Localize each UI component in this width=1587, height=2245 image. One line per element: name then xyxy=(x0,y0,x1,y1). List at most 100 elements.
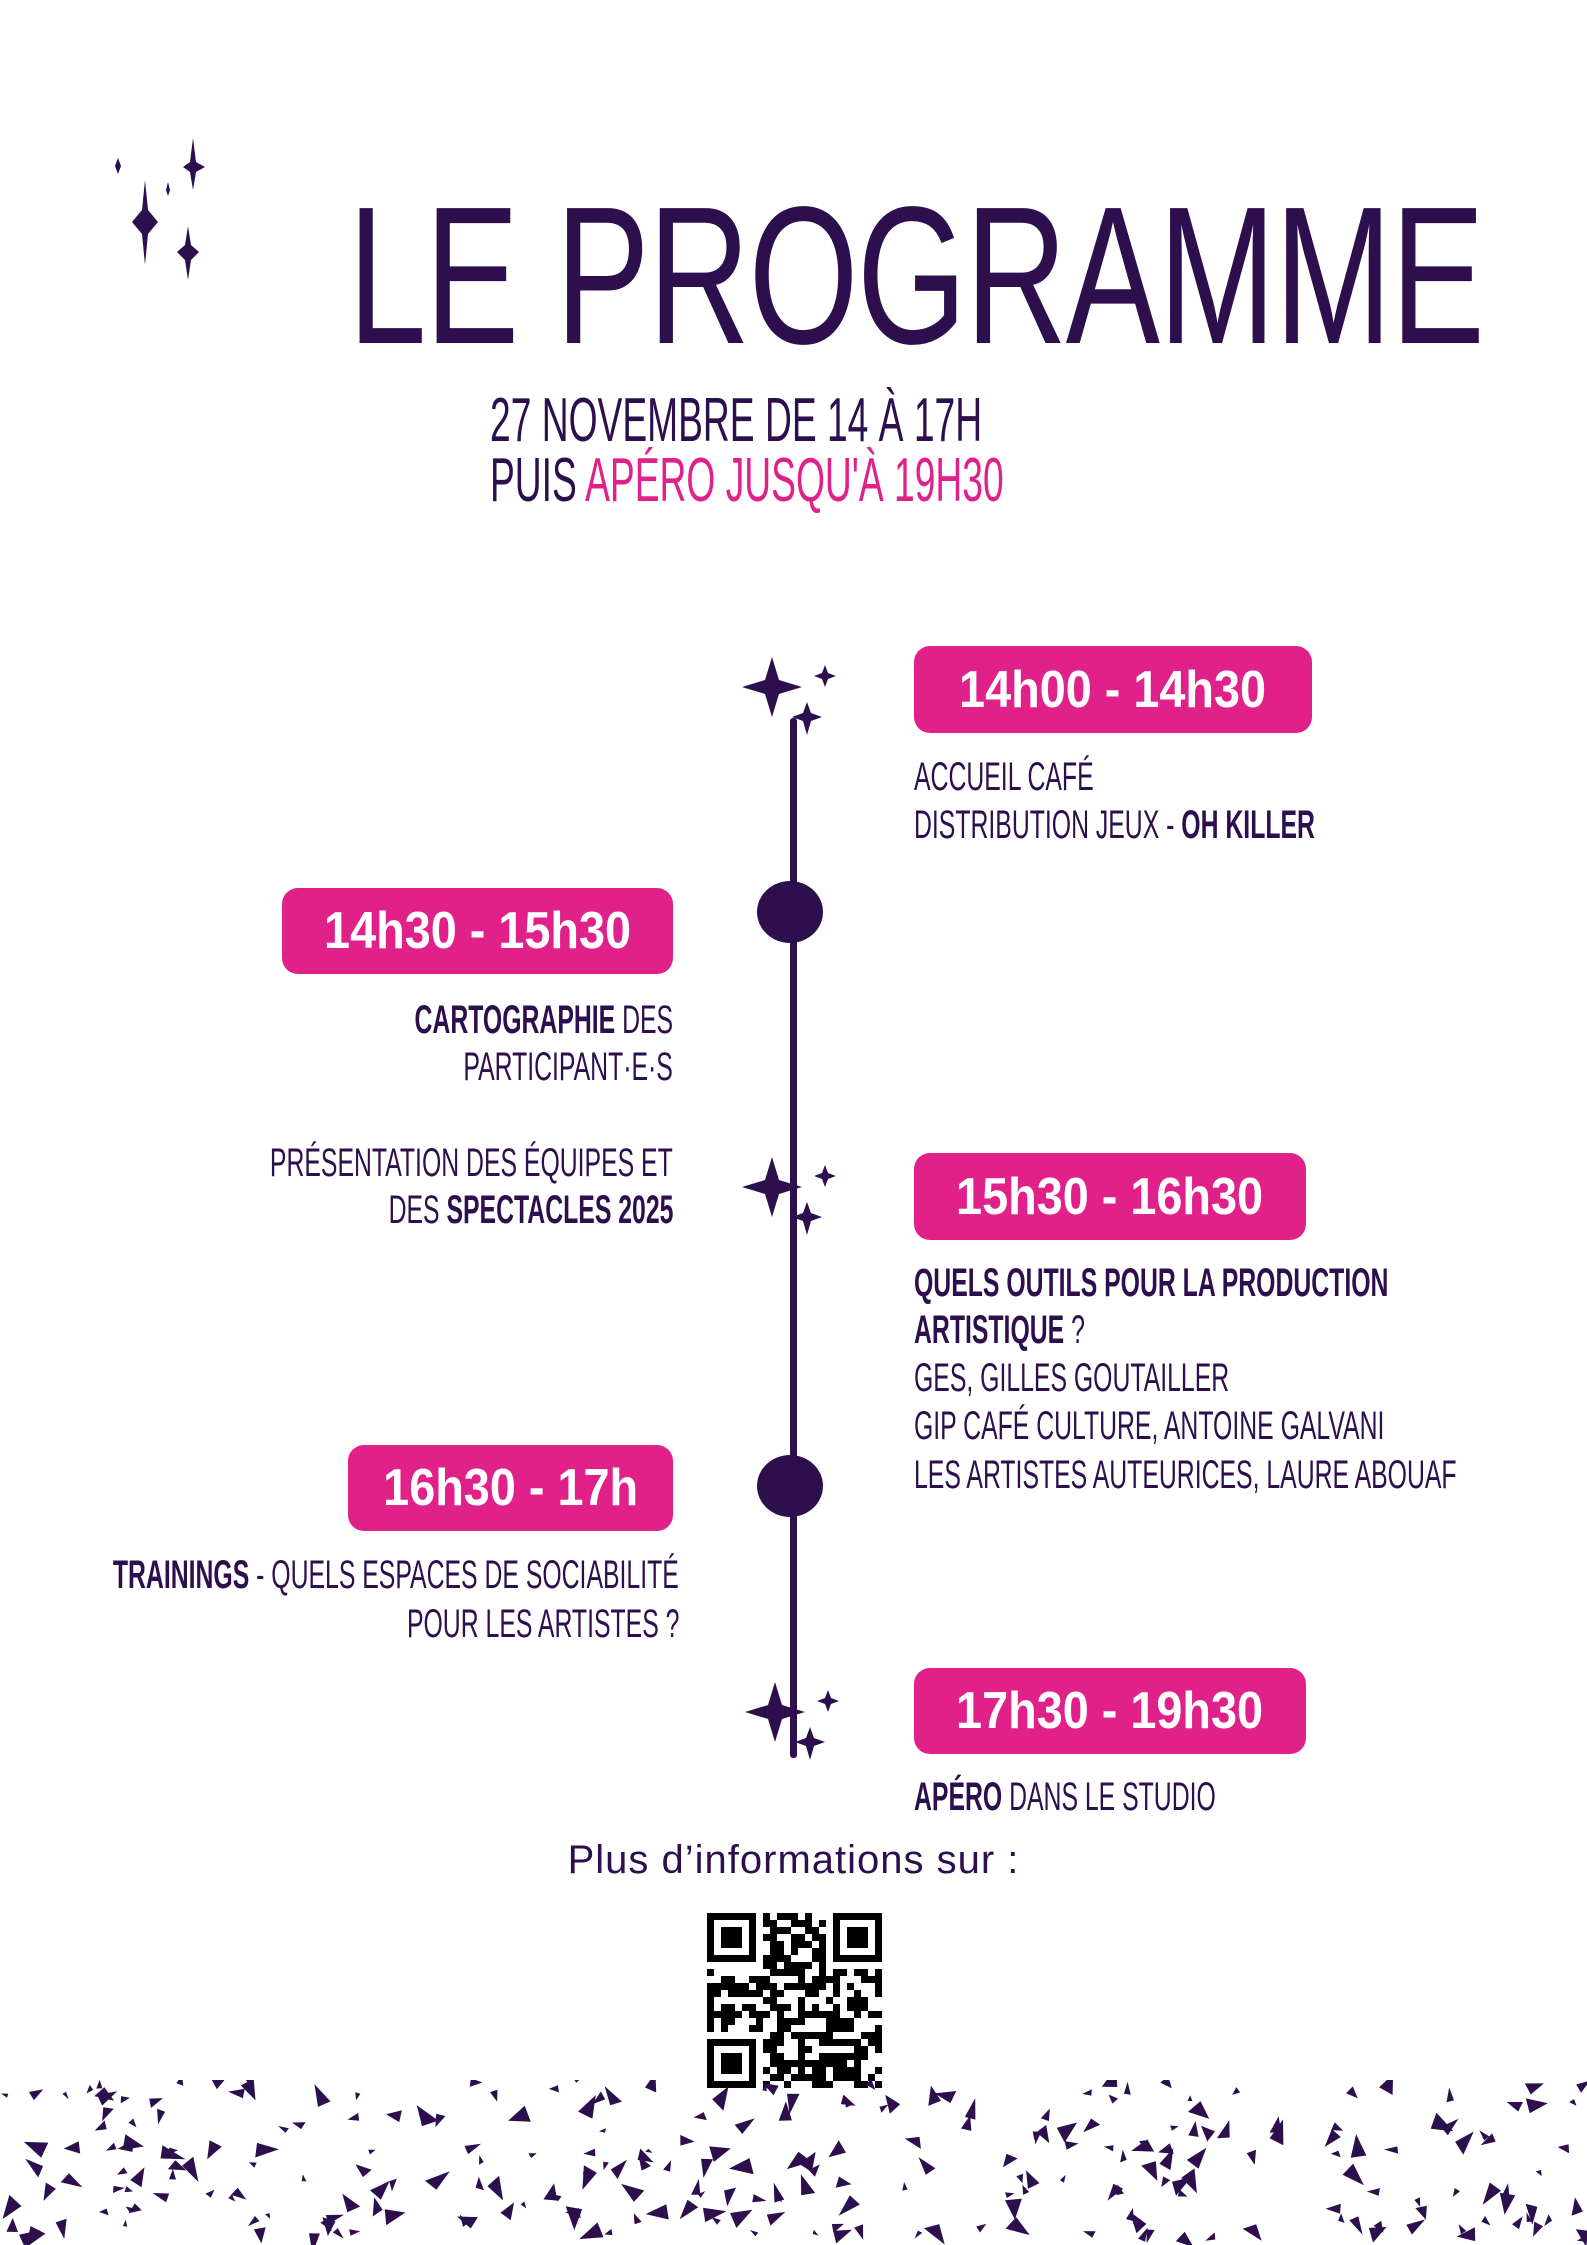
confetti-piece xyxy=(528,2153,537,2159)
confetti-piece xyxy=(565,2206,583,2231)
confetti-piece xyxy=(633,2213,642,2225)
confetti-piece xyxy=(464,2143,482,2155)
confetti-piece xyxy=(645,2204,669,2220)
confetti-piece xyxy=(322,2217,336,2237)
confetti-piece xyxy=(1524,2083,1544,2095)
confetti-piece xyxy=(369,2181,390,2200)
confetti-piece xyxy=(123,2219,128,2227)
confetti-piece xyxy=(253,2227,266,2244)
confetti-piece xyxy=(247,2216,260,2227)
confetti-piece xyxy=(1533,2221,1544,2237)
time-badge: 17h30 - 19h30 xyxy=(914,1668,1306,1754)
confetti-piece xyxy=(828,2140,846,2158)
slot-line: PRÉSENTATION DES ÉQUIPES ET xyxy=(270,1141,673,1185)
confetti-piece xyxy=(167,2160,187,2171)
confetti-piece xyxy=(1481,2215,1491,2226)
confetti-piece xyxy=(1440,2118,1459,2136)
confetti-piece xyxy=(1005,2198,1022,2220)
confetti-piece xyxy=(808,2164,820,2177)
confetti-piece xyxy=(1479,2130,1490,2141)
confetti-piece xyxy=(964,2098,976,2120)
confetti-piece xyxy=(231,2187,247,2200)
confetti-piece xyxy=(854,2224,864,2240)
confetti-piece xyxy=(976,2223,987,2233)
confetti-piece xyxy=(500,2202,515,2221)
confetti-piece xyxy=(773,2182,785,2203)
confetti-piece xyxy=(691,2178,701,2195)
qr-code-icon[interactable] xyxy=(707,1913,882,2088)
confetti-piece xyxy=(349,2229,361,2236)
confetti-piece xyxy=(879,2104,889,2113)
confetti-piece xyxy=(604,2086,622,2106)
confetti-piece xyxy=(680,2134,695,2146)
confetti-piece xyxy=(844,2095,853,2108)
confetti-piece xyxy=(697,2191,706,2198)
confetti-piece xyxy=(1123,2081,1131,2095)
more-info-text: Plus d’informations sur : xyxy=(567,1838,1020,1882)
confetti-piece xyxy=(520,2201,527,2209)
confetti-piece xyxy=(176,2080,184,2086)
confetti-piece xyxy=(122,2134,144,2150)
confetti-piece xyxy=(1406,2219,1426,2235)
date-line: 27 NOVEMBRE DE 14 À 17H xyxy=(490,386,983,455)
confetti-piece xyxy=(603,2161,609,2171)
confetti-piece xyxy=(1569,2099,1577,2106)
confetti-piece xyxy=(812,2229,819,2236)
confetti-piece xyxy=(904,2136,921,2149)
timeline-dot xyxy=(757,881,823,943)
confetti-piece xyxy=(663,2160,672,2172)
confetti-piece xyxy=(2,2194,22,2220)
confetti-piece xyxy=(934,2091,957,2104)
confetti-piece xyxy=(120,2096,130,2104)
confetti-piece xyxy=(1571,2197,1583,2216)
confetti-piece xyxy=(1544,2214,1553,2226)
slot-line: LES ARTISTES AUTEURICES, LAURE ABOUAF xyxy=(914,1453,1457,1497)
confetti-piece xyxy=(645,2080,657,2093)
confetti-piece xyxy=(487,2175,504,2201)
confetti-piece xyxy=(914,2230,923,2239)
confetti-piece xyxy=(43,2182,56,2201)
confetti-piece xyxy=(416,2105,439,2127)
confetti-piece xyxy=(1242,2224,1262,2241)
confetti-piece xyxy=(548,2085,559,2093)
confetti-piece xyxy=(838,2195,860,2216)
confetti-piece xyxy=(128,2118,137,2128)
apero-highlight: APÉRO JUSQU'À 19H30 xyxy=(585,446,1004,515)
confetti-piece xyxy=(384,2209,406,2226)
confetti-piece xyxy=(1452,2188,1460,2197)
slot-line: POUR LES ARTISTES ? xyxy=(406,1602,679,1646)
confetti-piece xyxy=(583,2148,596,2157)
slot-line: APÉRO DANS LE STUDIO xyxy=(914,1775,1216,1819)
confetti-piece xyxy=(1205,2232,1216,2241)
confetti-piece xyxy=(389,2178,397,2192)
confetti-piece xyxy=(62,2091,69,2100)
confetti-piece xyxy=(301,2174,307,2182)
confetti-piece xyxy=(425,2171,450,2190)
confetti-piece xyxy=(99,2208,109,2216)
confetti-piece xyxy=(693,2112,707,2121)
confetti-piece xyxy=(592,2091,606,2105)
confetti-piece xyxy=(1056,2122,1078,2143)
confetti-piece xyxy=(574,2080,580,2083)
confetti-piece xyxy=(1022,2184,1030,2195)
confetti-piece xyxy=(1535,2170,1542,2177)
confetti-piece xyxy=(1506,2102,1523,2112)
confetti-piece xyxy=(342,2193,361,2213)
confetti-piece xyxy=(645,2148,653,2153)
confetti-piece xyxy=(386,2110,402,2123)
confetti-piece xyxy=(332,2228,344,2239)
confetti-piece xyxy=(1172,2177,1192,2196)
confetti-piece xyxy=(1502,2183,1510,2197)
confetti-piece xyxy=(923,2224,945,2245)
confetti-piece xyxy=(709,2146,731,2162)
confetti-piece xyxy=(1138,2227,1148,2242)
timeline-sparkle-icon xyxy=(742,657,836,735)
confetti-piece xyxy=(205,2189,215,2198)
confetti-piece xyxy=(1141,2161,1158,2181)
confetti-piece xyxy=(724,2187,737,2207)
confetti-piece xyxy=(1201,2125,1216,2142)
slot-line: CARTOGRAPHIE DES xyxy=(414,998,673,1042)
confetti-piece xyxy=(730,2209,753,2228)
slot-line: ACCUEIL CAFÉ xyxy=(914,755,1094,799)
confetti-piece xyxy=(291,2122,306,2130)
